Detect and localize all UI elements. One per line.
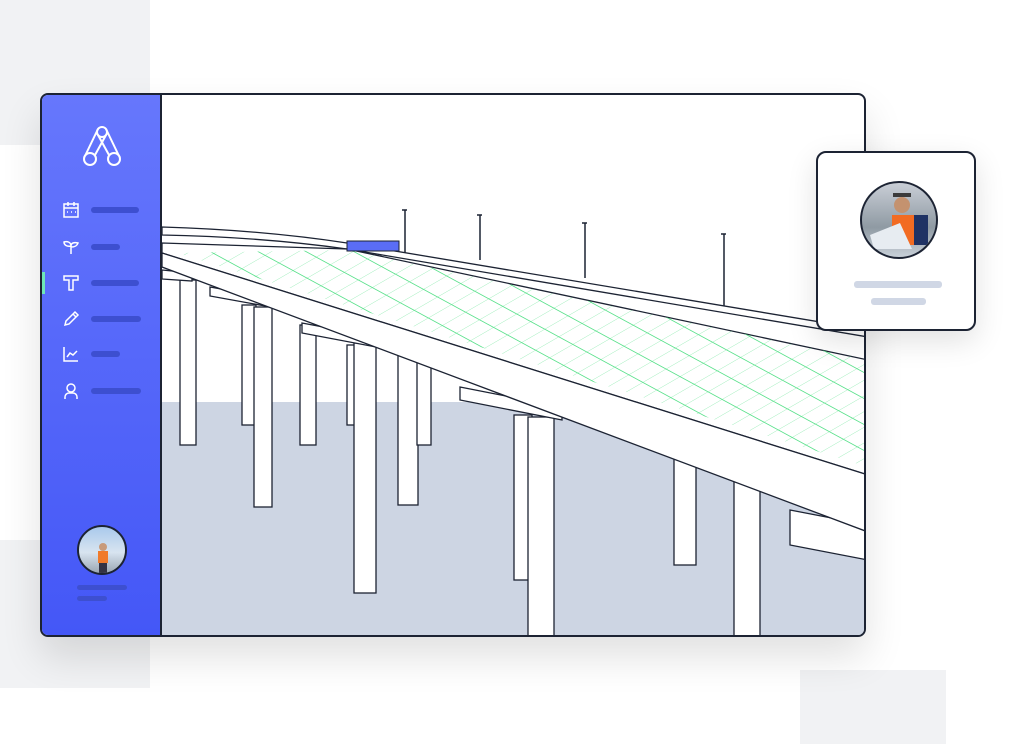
- calendar-icon: [63, 202, 79, 218]
- sidebar-item-sprout[interactable]: [62, 237, 120, 257]
- nav-label-placeholder: [91, 207, 139, 213]
- active-indicator: [42, 272, 45, 294]
- hammer-icon: [63, 275, 79, 291]
- profile-avatar: [860, 181, 938, 259]
- pencil-icon: [63, 310, 80, 327]
- profile-card[interactable]: [816, 151, 976, 331]
- sprout-icon: [63, 240, 79, 254]
- sidebar-item-calendar[interactable]: [62, 200, 139, 220]
- nav-label-placeholder: [91, 388, 141, 394]
- sidebar-item-chart[interactable]: [62, 344, 120, 364]
- profile-role-placeholder: [871, 298, 926, 305]
- worker-photo: [98, 543, 108, 573]
- railing: [161, 226, 864, 337]
- app-window: [40, 93, 866, 637]
- background-square: [800, 670, 946, 744]
- profile-name-placeholder: [854, 281, 942, 288]
- highlight-block: [346, 240, 400, 252]
- sidebar: [42, 95, 162, 635]
- user-avatar[interactable]: [77, 525, 127, 575]
- nav-label-placeholder: [91, 280, 139, 286]
- user-name-placeholder: [77, 585, 127, 590]
- piers: [161, 269, 864, 635]
- bridge-3d-viewport[interactable]: [161, 95, 864, 635]
- sidebar-item-user[interactable]: [62, 381, 141, 401]
- app-logo-icon: [82, 125, 122, 172]
- sidebar-item-hammer[interactable]: [62, 273, 139, 293]
- deck-grid: [177, 250, 864, 466]
- nav-label-placeholder: [91, 316, 141, 322]
- chart-icon: [63, 347, 78, 362]
- bridge-model: [161, 209, 864, 635]
- deck-fascia: [161, 252, 864, 532]
- nav-label-placeholder: [91, 351, 120, 357]
- engineer-photo: [870, 193, 928, 249]
- lamp-posts: [402, 209, 726, 307]
- user-role-placeholder: [77, 596, 107, 601]
- sidebar-item-pencil[interactable]: [62, 309, 141, 329]
- user-icon: [64, 383, 78, 399]
- nav-label-placeholder: [91, 244, 120, 250]
